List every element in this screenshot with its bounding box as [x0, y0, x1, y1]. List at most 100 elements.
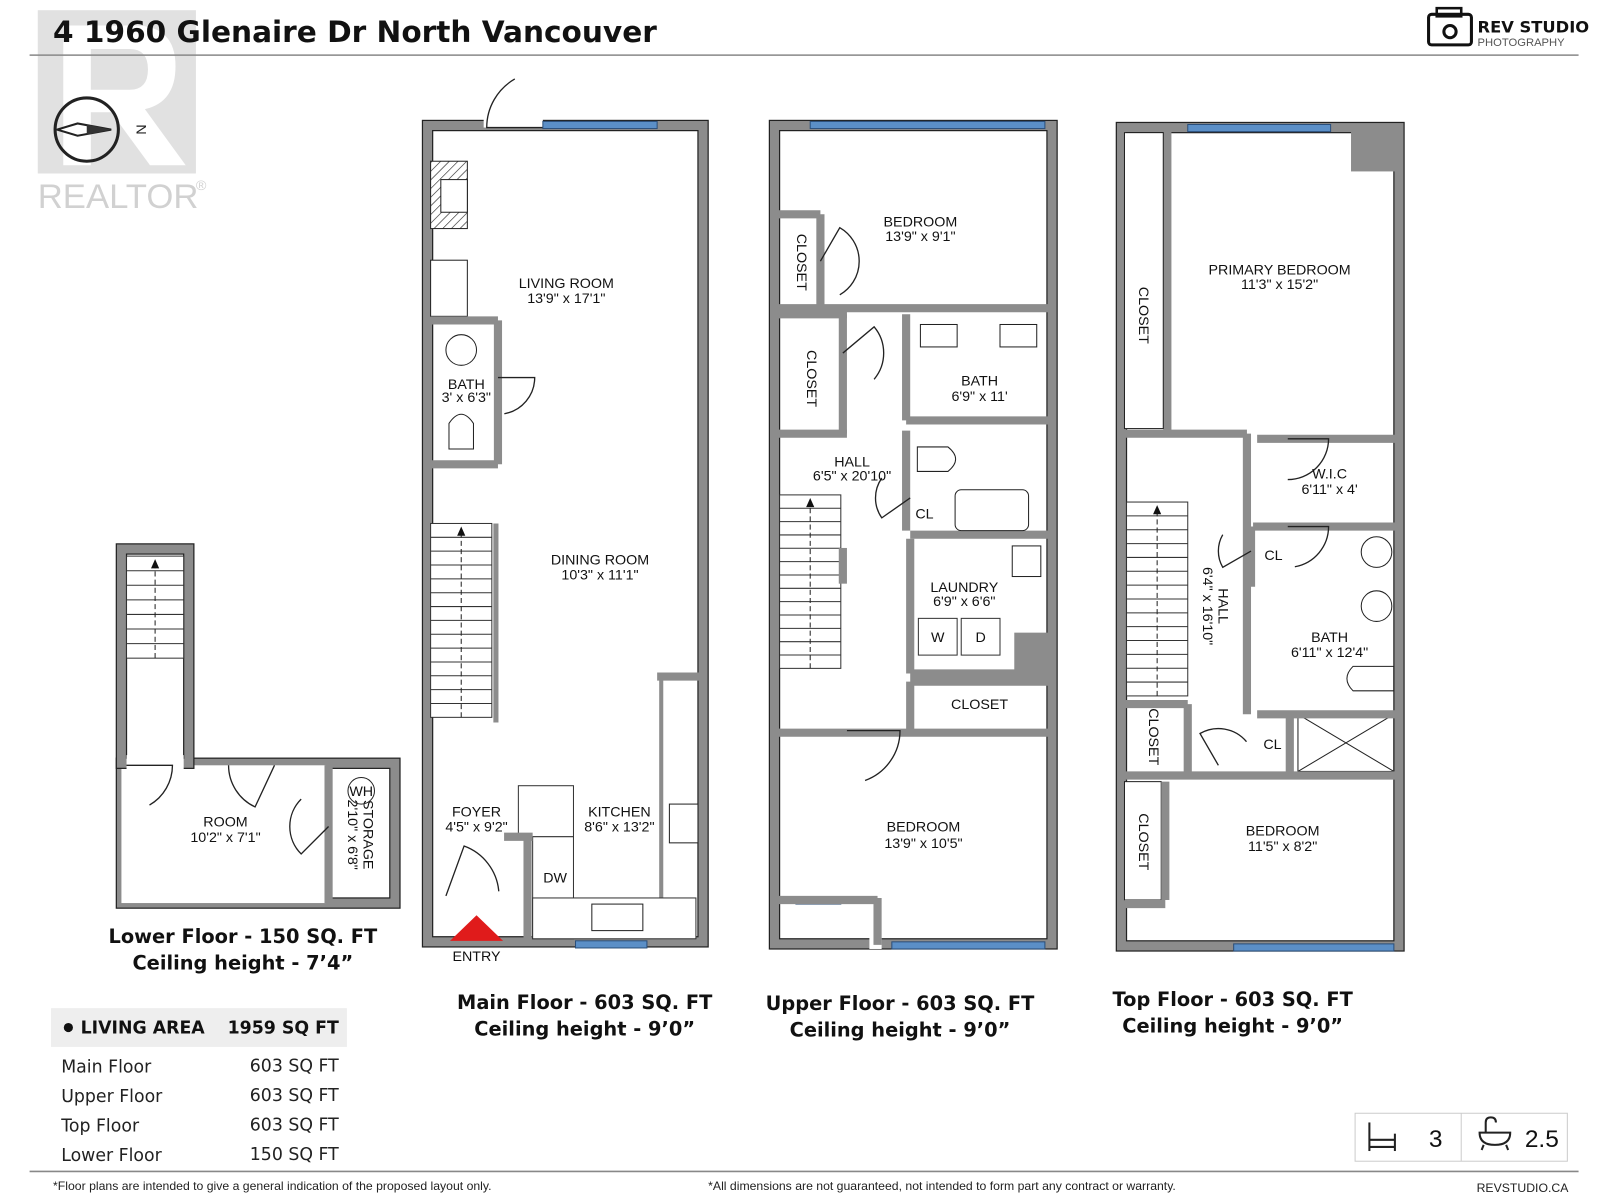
- room-label: 6'9" x 11': [951, 389, 1007, 405]
- wall-edge: [421, 119, 709, 948]
- window: [1187, 123, 1332, 133]
- walls: [115, 78, 1405, 952]
- room-label: BATH: [1311, 630, 1348, 646]
- room-label: 1959 SQ FT: [228, 1019, 339, 1039]
- room-label: PHOTOGRAPHY: [1478, 37, 1566, 49]
- door-opening: [483, 112, 543, 128]
- wall-block: [1351, 130, 1396, 172]
- water-heater-icon: [347, 777, 375, 805]
- room-label: CLOSET: [1145, 708, 1161, 765]
- wall-block: [1014, 632, 1049, 678]
- living-area-table: LIVING AREA 1959 SQ FT Main Floor 603 SQ…: [51, 1008, 347, 1166]
- sink-icon: [445, 334, 478, 366]
- room-label: CLOSET: [1135, 813, 1151, 870]
- room-label: CLOSET: [951, 697, 1008, 713]
- bathtub-icon: [954, 489, 1030, 532]
- lower-floor-caption: Lower Floor - 150 SQ. FT: [108, 925, 378, 948]
- room-label: 11'3" x 15'2": [1241, 277, 1318, 293]
- window: [542, 120, 658, 130]
- room-label: D: [975, 630, 985, 646]
- room-label: STORAGE: [359, 800, 375, 869]
- window: [1233, 943, 1395, 952]
- stair-arrow-head: [151, 559, 160, 569]
- lower-floor: ROOM 10'2" x 7'1" STORAGE 2'10" x 6'8" W…: [108, 777, 378, 974]
- room-label: BEDROOM: [887, 820, 961, 836]
- stair-arrow-head: [806, 497, 815, 508]
- door-swing: [126, 764, 174, 806]
- room-label: Ceiling height - 7’4”: [132, 951, 353, 974]
- door-swing: [874, 477, 911, 519]
- room-label: 603 SQ FT: [250, 1086, 339, 1106]
- footer-website: REVSTUDIO.CA: [1477, 1181, 1570, 1195]
- room-label: Lower Floor: [61, 1146, 162, 1166]
- room-label: BATH: [448, 377, 485, 393]
- room-label: ®: [196, 178, 207, 194]
- room-label: Ceiling height - 9’0”: [474, 1018, 695, 1041]
- room-label: 6'4" x 16'10": [1199, 567, 1215, 645]
- room-label: 150 SQ FT: [250, 1145, 339, 1165]
- room-label: 6'11" x 12'4": [1291, 645, 1368, 661]
- room-label: DW: [543, 871, 567, 887]
- room-label: REV STUDIO: [1478, 18, 1590, 37]
- room-label: CL: [1263, 737, 1281, 753]
- sink-icon: [1360, 536, 1393, 568]
- room-label: WH: [349, 784, 373, 800]
- room-label: LAUNDRY: [930, 580, 998, 596]
- bed-icon: [1368, 1122, 1396, 1152]
- door-swing: [1199, 727, 1248, 766]
- page-title: 4 1960 Glenaire Dr North Vancouver: [53, 15, 657, 49]
- room-label: 13'9" x 17'1": [527, 291, 605, 307]
- toilet-icon: [448, 413, 474, 450]
- stair-arrow-head: [457, 526, 466, 536]
- room-label: Ceiling height - 9’0”: [1122, 1015, 1343, 1038]
- room-label: LIVING ROOM: [519, 276, 614, 292]
- wall-edge: [115, 757, 401, 909]
- room-label: ROOM: [203, 815, 247, 831]
- dryer-icon: [960, 617, 1001, 656]
- upper-floor: BEDROOM 13'9" x 9'1" CLOSET CLOSET BATH …: [766, 215, 1035, 1042]
- window: [891, 941, 1046, 950]
- upper-floor-caption: Upper Floor - 603 SQ. FT: [766, 992, 1035, 1015]
- railing: [838, 547, 847, 584]
- room-label: CLOSET: [1135, 287, 1151, 344]
- room-label: 6'9" x 6'6": [933, 594, 995, 610]
- sink-icon: [919, 323, 958, 348]
- room-label: 603 SQ FT: [250, 1116, 339, 1136]
- top-floor: PRIMARY BEDROOM 11'3" x 15'2" CLOSET W.I…: [1112, 262, 1368, 1037]
- room-label: CL: [915, 506, 933, 522]
- room-label: 13'9" x 10'5": [884, 836, 962, 852]
- door-swing: [842, 325, 885, 380]
- counter: [517, 785, 574, 838]
- window: [575, 940, 648, 949]
- room-label: 3' x 6'3": [442, 390, 491, 406]
- bathtub-icon: [1478, 1116, 1512, 1151]
- room-label: LIVING AREA: [81, 1019, 206, 1039]
- main-floor: LIVING ROOM 13'9" x 17'1" BATH 3' x 6'3"…: [442, 276, 713, 1041]
- stair-arrow-head: [1153, 505, 1162, 515]
- room-label: 10'2" x 7'1": [190, 830, 260, 846]
- camera-icon: [1427, 6, 1473, 47]
- door-swing: [1287, 438, 1330, 481]
- sink-icon: [591, 903, 644, 932]
- room-label: W.I.C: [1312, 467, 1347, 483]
- realtor-logo: REALTOR ®: [37, 10, 207, 216]
- room-label: BEDROOM: [1246, 824, 1320, 840]
- door-swing: [289, 798, 330, 855]
- closet: [1123, 132, 1164, 430]
- sink-icon: [1360, 590, 1393, 622]
- room-label: FOYER: [452, 804, 501, 820]
- room-label: 13'9" x 9'1": [885, 229, 955, 245]
- room-label: 4'5" x 9'2": [445, 820, 507, 836]
- room-label: 603 SQ FT: [250, 1056, 339, 1076]
- washer-icon: [917, 617, 958, 656]
- door-swing: [445, 845, 500, 897]
- room-label: 10'3" x 11'1": [561, 568, 638, 584]
- room-label: Main Floor: [61, 1057, 152, 1077]
- fireplace-box: [440, 179, 468, 213]
- room-fill: [121, 765, 326, 904]
- room-label: REALTOR: [38, 178, 199, 216]
- room-label: 2'10" x 6'8": [344, 800, 360, 870]
- footer-disclaimer-left: *Floor plans are intended to give a gene…: [53, 1179, 491, 1193]
- room-label: 2.5: [1525, 1126, 1559, 1153]
